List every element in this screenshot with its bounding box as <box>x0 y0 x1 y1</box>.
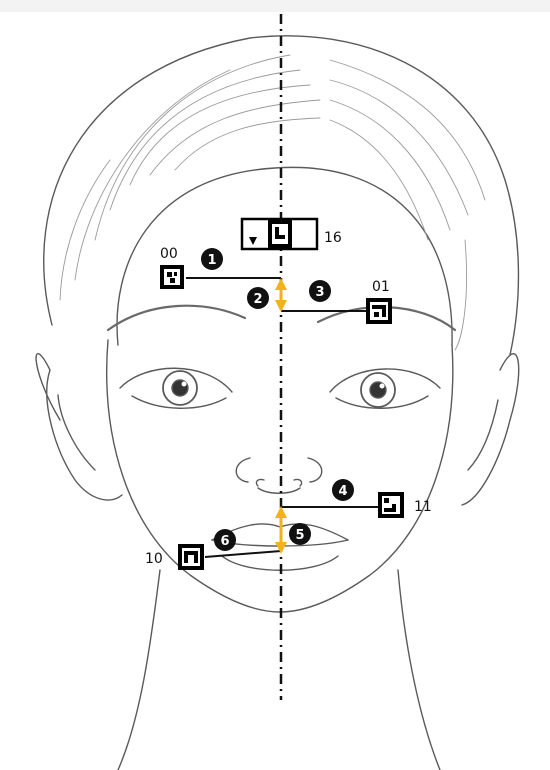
line-6 <box>204 550 282 558</box>
nostril-left <box>255 478 265 487</box>
svg-text:6: 6 <box>220 534 229 549</box>
top-strip <box>0 0 550 12</box>
right-eye <box>329 368 441 409</box>
marker-10 <box>178 544 204 570</box>
marker-01 <box>366 298 392 324</box>
left-ear-inner <box>57 394 96 471</box>
marker-00 <box>160 265 184 289</box>
hair-strands <box>59 54 486 351</box>
nose <box>235 457 323 494</box>
marker-label-01: 01 <box>372 279 390 295</box>
marker-label-00: 00 <box>160 246 178 262</box>
callout-6: 6 <box>214 529 236 551</box>
svg-text:2: 2 <box>253 292 262 307</box>
marker-label-11: 11 <box>414 499 432 515</box>
marker-16 <box>240 217 319 251</box>
head-outline <box>43 35 520 356</box>
svg-text:3: 3 <box>315 285 324 300</box>
callout-2: 2 <box>247 287 269 309</box>
callout-3: 3 <box>309 280 331 302</box>
callout-1: 1 <box>201 248 223 270</box>
right-ear-inner <box>467 399 499 471</box>
svg-text:5: 5 <box>295 528 304 543</box>
face-sketch <box>35 35 520 770</box>
left-ear <box>35 353 123 501</box>
marker-11 <box>378 492 404 518</box>
nostril-right <box>293 478 303 487</box>
callout-4: 4 <box>332 479 354 501</box>
svg-text:4: 4 <box>338 484 347 499</box>
marker-label-16: 16 <box>324 230 342 246</box>
callout-5: 5 <box>289 523 311 545</box>
neck-right <box>397 569 441 770</box>
hairline <box>116 166 453 346</box>
left-eyebrow <box>106 304 247 332</box>
svg-text:1: 1 <box>207 253 216 268</box>
right-ear <box>461 353 520 506</box>
neck-left <box>117 569 161 770</box>
marker-label-10: 10 <box>145 551 163 567</box>
left-eye <box>119 367 233 409</box>
